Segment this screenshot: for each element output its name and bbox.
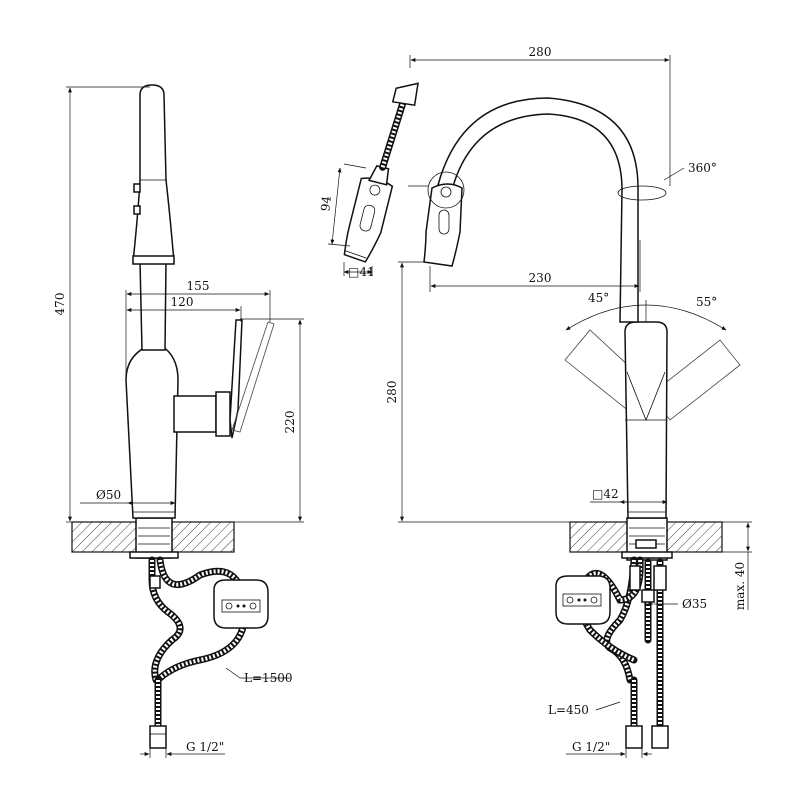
dim-reach-120: 120 xyxy=(171,295,194,309)
connector-right-a xyxy=(625,725,643,749)
side-view: 470 155 120 220 Ø50 L=1500 G 1/2" xyxy=(53,84,304,758)
angle-45: 45° xyxy=(588,291,609,305)
dim-height-470: 470 xyxy=(53,293,67,316)
connector-right-b xyxy=(651,725,669,749)
faucet-body-side xyxy=(125,344,179,519)
dim-width-280: 280 xyxy=(529,45,552,59)
lever-side xyxy=(229,319,243,439)
spout-tube-side xyxy=(139,261,167,351)
thread-right: G 1/2" xyxy=(572,740,610,754)
dim-reach-230: 230 xyxy=(529,271,552,285)
dim-diameter-35: Ø35 xyxy=(682,597,707,611)
hose-length-450: L=450 xyxy=(548,703,589,717)
connector-left xyxy=(149,725,167,749)
dim-max-40: max. 40 xyxy=(733,562,747,610)
dim-square-41: □41 xyxy=(348,265,375,279)
lever-ghost xyxy=(231,321,275,433)
dim-height-220: 220 xyxy=(283,411,297,434)
thread-left: G 1/2" xyxy=(186,740,224,754)
angle-55: 55° xyxy=(696,295,717,309)
front-view: 94 □41 280 360° 230 45° 55° 280 xyxy=(318,45,752,758)
swivel-ellipse xyxy=(617,185,667,201)
spray-head-front xyxy=(423,183,463,267)
dim-square-42: □42 xyxy=(592,487,619,501)
spray-head-detail xyxy=(343,82,419,263)
control-box-left xyxy=(213,579,269,629)
dim-height-280: 280 xyxy=(385,381,399,404)
spray-head-side xyxy=(132,84,175,263)
control-box-right xyxy=(555,575,611,625)
dim-diameter-50: Ø50 xyxy=(96,488,121,502)
handle-side xyxy=(173,395,217,433)
swivel-360: 360° xyxy=(688,161,717,175)
dim-reach-155: 155 xyxy=(187,279,210,293)
dim-spray-94: 94 xyxy=(318,195,334,212)
hose-length-1500: L=1500 xyxy=(244,671,293,685)
